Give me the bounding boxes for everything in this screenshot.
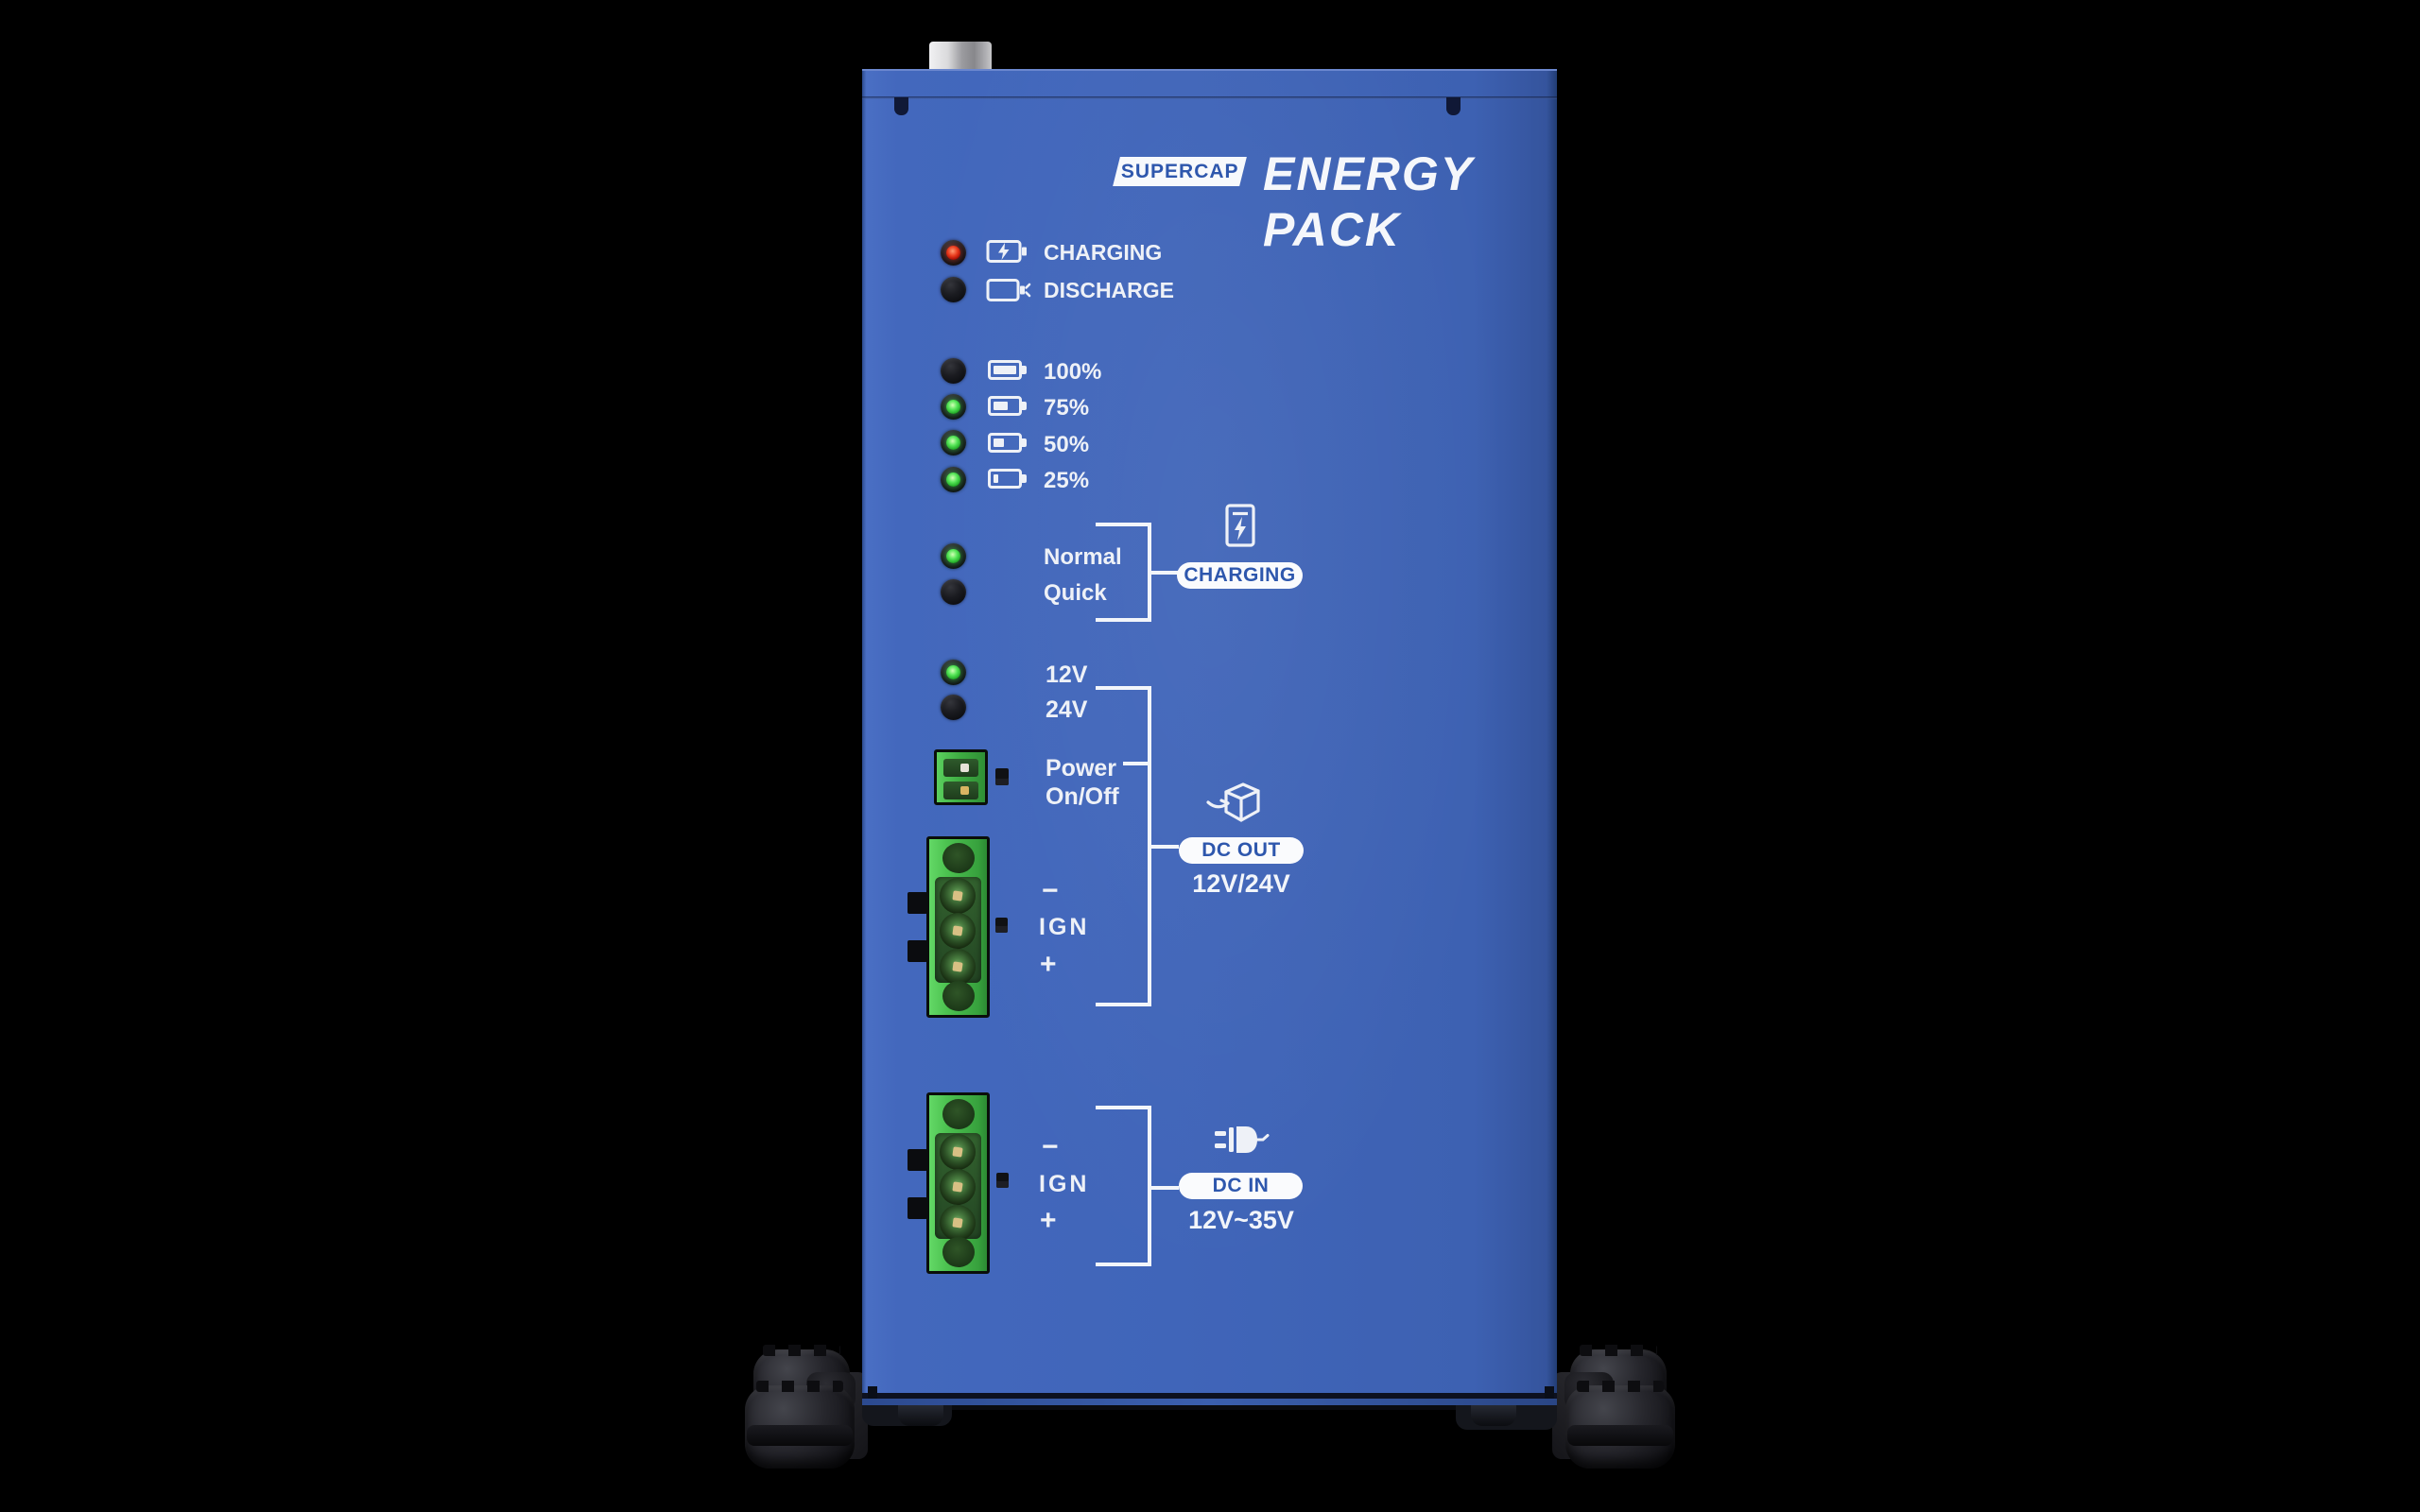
panel-top-seam (862, 96, 1557, 99)
under-shadow (862, 1401, 1557, 1410)
battery-50-fill (994, 438, 1004, 447)
panel-notch-right (1446, 97, 1461, 115)
charge-mode-bracket (1096, 523, 1151, 622)
battery-100-icon (988, 360, 1027, 380)
dc-out-pill: DC OUT (1179, 837, 1304, 864)
terminal-hole (942, 981, 975, 1011)
battery-discharge-icon (986, 279, 1031, 301)
out-24v-label: 24V (1046, 696, 1088, 723)
level-100-led (941, 358, 966, 384)
dc-in-pill-label: DC IN (1212, 1175, 1270, 1196)
battery-50-icon (988, 433, 1027, 453)
clamp-band-right (1567, 1425, 1673, 1446)
battery-25-fill (994, 474, 998, 483)
out-12v-label: 12V (1046, 662, 1088, 688)
power-onoff-label: Power On/Off (1046, 754, 1119, 811)
quick-mode-label: Quick (1044, 580, 1107, 606)
foot-left (898, 1402, 943, 1426)
terminal-hole (942, 1237, 975, 1267)
terminal-screw (940, 1169, 976, 1205)
smd-chip (995, 768, 1009, 785)
terminal-tab (908, 892, 927, 914)
normal-mode-led (941, 543, 966, 569)
level-25-label: 25% (1044, 468, 1090, 493)
dc-in-plus-label: + (1040, 1205, 1057, 1236)
discharge-status-led (941, 277, 966, 302)
charging-pill-label: CHARGING (1184, 564, 1296, 586)
charging-battery-icon (1225, 504, 1255, 547)
battery-25-icon (988, 469, 1027, 489)
terminal-screw (940, 1134, 976, 1170)
panel-notch-left (894, 97, 908, 115)
dc-in-ign-label: IGN (1039, 1171, 1090, 1197)
terminal-screw (940, 878, 976, 914)
dc-in-connector (1150, 1186, 1179, 1190)
dc-out-range: 12V/24V (1192, 869, 1290, 898)
dc-out-pill-label: DC OUT (1201, 839, 1281, 861)
product-title: ENERGY PACK (1263, 146, 1474, 258)
quick-mode-led (941, 579, 966, 605)
terminal-pin (960, 764, 969, 772)
level-100-label: 100% (1044, 359, 1102, 385)
dc-in-terminal (926, 1092, 990, 1274)
clamp-band-left (747, 1425, 853, 1446)
terminal-tab (908, 1149, 927, 1171)
power-label-line1: Power (1046, 755, 1117, 782)
charge-mode-connector (1150, 571, 1179, 575)
charging-status-led (941, 240, 966, 266)
level-25-led (941, 467, 966, 492)
dc-out-terminal (926, 836, 990, 1018)
supercap-badge-label: SUPERCAP (1120, 160, 1239, 182)
top-connector-nub (929, 42, 992, 72)
terminal-tab (908, 1197, 927, 1219)
level-50-label: 50% (1044, 432, 1090, 457)
product-title-line2: PACK (1263, 203, 1401, 256)
package-box-icon (1206, 782, 1260, 822)
dc-out-connector (1150, 845, 1179, 849)
normal-mode-label: Normal (1044, 544, 1122, 570)
battery-75-fill (994, 402, 1008, 410)
charging-pill: CHARGING (1177, 562, 1303, 589)
terminal-slot (943, 782, 978, 799)
dc-plug-icon (1215, 1126, 1270, 1153)
terminal-tab (908, 940, 927, 962)
discharge-status-label: DISCHARGE (1044, 278, 1175, 302)
panel-bottom-notch-right (1545, 1386, 1554, 1399)
battery-100-fill (994, 366, 1016, 374)
dc-out-ign-label: IGN (1039, 914, 1090, 940)
panel-bottom-strip (862, 1399, 1557, 1405)
battery-75-icon (988, 396, 1027, 416)
terminal-screw (940, 1205, 976, 1241)
smd-chip (996, 1173, 1009, 1188)
level-75-label: 75% (1044, 395, 1090, 421)
foot-right (1471, 1402, 1516, 1426)
supercap-badge: SUPERCAP (1113, 157, 1247, 186)
dc-out-minus-label: − (1042, 875, 1059, 906)
dc-in-range: 12V~35V (1188, 1206, 1294, 1234)
out-12v-led (941, 660, 966, 685)
dc-out-plus-label: + (1040, 949, 1057, 980)
panel-bottom-notch-left (868, 1386, 877, 1399)
terminal-hole (942, 1099, 975, 1129)
product-title-line1: ENERGY (1263, 147, 1475, 200)
terminal-hole (942, 843, 975, 873)
terminal-screw (940, 949, 976, 985)
power-onoff-terminal (934, 749, 988, 805)
level-75-led (941, 394, 966, 420)
dc-in-pill: DC IN (1179, 1173, 1303, 1199)
dc-out-bracket (1096, 686, 1151, 1006)
dc-in-bracket (1096, 1106, 1151, 1266)
panel-bottom-seam (862, 1393, 1557, 1399)
dc-in-minus-label: − (1042, 1131, 1059, 1162)
smd-chip (995, 918, 1008, 933)
power-connector (1123, 762, 1151, 765)
terminal-slot (943, 759, 978, 777)
terminal-screw (940, 913, 976, 949)
level-50-led (941, 430, 966, 455)
out-24v-led (941, 695, 966, 720)
power-label-line2: On/Off (1046, 783, 1119, 810)
charging-status-label: CHARGING (1044, 240, 1163, 265)
terminal-pin (960, 786, 969, 795)
battery-charging-icon (986, 240, 1027, 263)
